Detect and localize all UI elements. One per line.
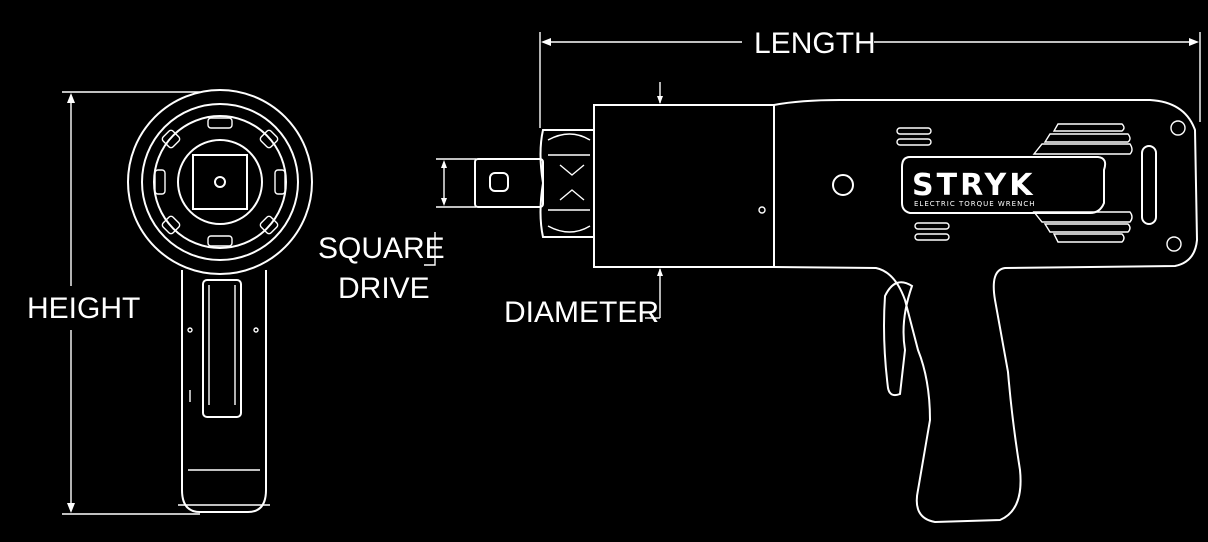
height-dimension — [62, 91, 200, 515]
side-view-gearbox — [593, 104, 775, 268]
front-view-head-outer — [127, 89, 313, 275]
side-view-anvil-hole — [489, 172, 509, 192]
side-view-body — [773, 99, 1199, 524]
length-dimension — [539, 32, 1201, 128]
side-view: STRYK ELECTRIC TORQUE WRENCH — [474, 99, 1199, 524]
brand-plate — [901, 156, 1107, 214]
height-label: HEIGHT — [27, 292, 140, 325]
front-view-head-ring — [141, 103, 299, 261]
front-view-handle — [181, 270, 267, 513]
front-view-drive-pin — [214, 176, 226, 188]
brand-name: STRYK — [912, 168, 1036, 203]
square-drive-label-line2: DRIVE — [338, 272, 430, 305]
square-drive-dimension — [424, 158, 476, 266]
square-drive-label-line1: SQUARE — [318, 232, 445, 265]
front-view-hole — [187, 327, 193, 333]
front-view — [127, 89, 313, 513]
length-label: LENGTH — [754, 27, 876, 60]
front-view-trigger-detail — [208, 285, 236, 405]
side-view-rear-slot — [1141, 145, 1157, 225]
front-view-socket-inner — [177, 139, 263, 225]
front-view-trigger — [202, 279, 242, 418]
side-view-rear-hole — [1170, 120, 1186, 136]
brand-tagline: ELECTRIC TORQUE WRENCH — [914, 200, 1035, 208]
diameter-label: DIAMETER — [504, 296, 659, 329]
front-view-socket-outer — [153, 115, 287, 249]
diameter-dimension — [645, 82, 663, 319]
side-view-side-button — [832, 174, 854, 196]
side-view-screw — [758, 206, 766, 214]
front-view-handle-base — [178, 469, 270, 506]
side-view-collar — [539, 129, 595, 238]
front-view-square-drive — [192, 154, 248, 210]
side-view-vents — [896, 123, 1133, 243]
side-view-trigger — [883, 281, 914, 397]
side-view-collar-detail — [547, 133, 591, 233]
front-view-hole — [253, 327, 259, 333]
side-view-rear-hole — [1166, 236, 1182, 252]
front-view-socket-notches — [154, 117, 286, 247]
